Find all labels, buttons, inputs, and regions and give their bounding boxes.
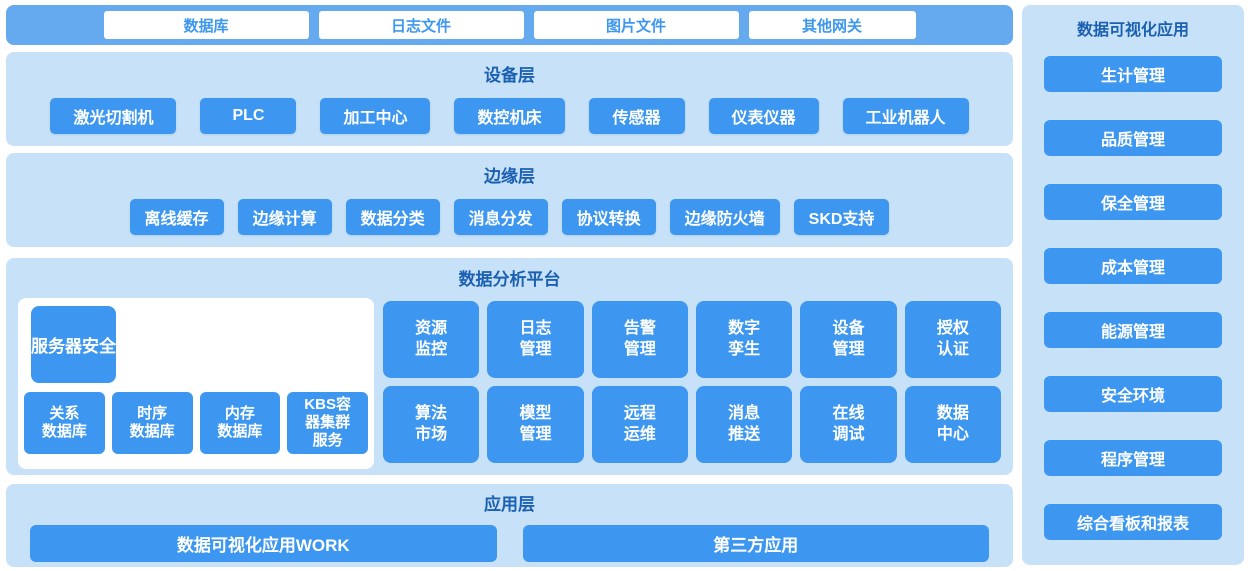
device-button[interactable]: 加工中心 — [320, 98, 431, 134]
gateway-button-other[interactable]: 其他网关 — [748, 11, 916, 39]
device-button[interactable]: 工业机器人 — [842, 98, 969, 134]
edge-button[interactable]: 数据分类 — [345, 199, 440, 235]
app-layer-section: 应用层 数据可视化应用WORK 第三方应用 — [6, 484, 1013, 567]
module-cell[interactable]: 远程 运维 — [591, 386, 688, 463]
module-cell[interactable]: 数字 孪生 — [696, 301, 793, 378]
sidebar-item[interactable]: 能源管理 — [1044, 312, 1222, 348]
module-cell[interactable]: 算法 市场 — [383, 386, 480, 463]
module-cell[interactable]: 告警 管理 — [591, 301, 688, 378]
sidebar-item[interactable]: 保全管理 — [1044, 184, 1222, 220]
sidebar-title: 数据可视化应用 — [1076, 22, 1189, 39]
storage-button-row: 关系 数据库 时序 数据库 内存 数据库 KBS容 器集群 服务 — [24, 392, 368, 454]
device-button[interactable]: 数控机床 — [454, 98, 565, 134]
module-cell[interactable]: 资源 监控 — [383, 301, 480, 378]
device-layer-section: 设备层 激光切割机 PLC 加工中心 数控机床 传感器 仪表仪器 工业机器人 — [6, 52, 1013, 146]
edge-layer-title: 边缘层 — [484, 167, 535, 186]
gateway-bar: 数据库 日志文件 图片文件 其他网关 — [6, 5, 1013, 45]
edge-button[interactable]: 边缘计算 — [237, 199, 332, 235]
edge-layer-section: 边缘层 离线缓存 边缘计算 数据分类 消息分发 协议转换 边缘防火墙 SKD支持 — [6, 153, 1013, 247]
visualization-sidebar: 数据可视化应用 生计管理 品质管理 保全管理 成本管理 能源管理 安全环境 程序… — [1022, 5, 1244, 565]
module-cell[interactable]: 模型 管理 — [487, 386, 584, 463]
app-button-third-party[interactable]: 第三方应用 — [522, 525, 989, 562]
platform-module-grid: 资源 监控 日志 管理 告警 管理 数字 孪生 设备 管理 授权 认证 算法 市… — [383, 301, 1001, 469]
sidebar-item[interactable]: 品质管理 — [1044, 120, 1222, 156]
app-button-visualization-work[interactable]: 数据可视化应用WORK — [30, 525, 497, 562]
server-security-button[interactable]: 服务器安全 — [31, 306, 116, 383]
storage-button[interactable]: KBS容 器集群 服务 — [287, 392, 368, 454]
device-layer-title: 设备层 — [484, 66, 535, 85]
module-cell[interactable]: 日志 管理 — [487, 301, 584, 378]
sidebar-item[interactable]: 安全环境 — [1044, 376, 1222, 412]
device-button[interactable]: 仪表仪器 — [708, 98, 819, 134]
sidebar-list: 生计管理 品质管理 保全管理 成本管理 能源管理 安全环境 程序管理 综合看板和… — [1044, 56, 1222, 540]
sidebar-item[interactable]: 成本管理 — [1044, 248, 1222, 284]
storage-panel: 服务器安全 关系 数据库 时序 数据库 内存 数据库 KBS容 器集群 服务 — [18, 298, 374, 469]
edge-button[interactable]: 离线缓存 — [129, 199, 224, 235]
app-button-row: 数据可视化应用WORK 第三方应用 — [6, 525, 1013, 562]
device-button[interactable]: PLC — [200, 98, 297, 134]
edge-button[interactable]: SKD支持 — [793, 199, 890, 235]
device-button[interactable]: 传感器 — [588, 98, 685, 134]
gateway-button-database[interactable]: 数据库 — [103, 11, 309, 39]
platform-section: 数据分析平台 服务器安全 关系 数据库 时序 数据库 内存 数据库 KBS容 器… — [6, 258, 1013, 475]
device-button-row: 激光切割机 PLC 加工中心 数控机床 传感器 仪表仪器 工业机器人 — [6, 98, 1013, 134]
storage-button[interactable]: 关系 数据库 — [24, 392, 105, 454]
sidebar-item[interactable]: 程序管理 — [1044, 440, 1222, 476]
gateway-button-logfile[interactable]: 日志文件 — [318, 11, 524, 39]
edge-button[interactable]: 消息分发 — [453, 199, 548, 235]
module-cell[interactable]: 数据 中心 — [904, 386, 1001, 463]
gateway-button-imagefile[interactable]: 图片文件 — [533, 11, 739, 39]
module-cell[interactable]: 在线 调试 — [800, 386, 897, 463]
platform-title: 数据分析平台 — [458, 270, 561, 289]
sidebar-item[interactable]: 综合看板和报表 — [1044, 504, 1222, 540]
sidebar-item[interactable]: 生计管理 — [1044, 56, 1222, 92]
storage-button[interactable]: 内存 数据库 — [199, 392, 281, 454]
app-layer-title: 应用层 — [484, 495, 535, 514]
edge-button[interactable]: 协议转换 — [561, 199, 656, 235]
module-cell[interactable]: 设备 管理 — [800, 301, 897, 378]
device-button[interactable]: 激光切割机 — [50, 98, 177, 134]
module-cell[interactable]: 授权 认证 — [904, 301, 1001, 378]
module-cell[interactable]: 消息 推送 — [696, 386, 793, 463]
edge-button-row: 离线缓存 边缘计算 数据分类 消息分发 协议转换 边缘防火墙 SKD支持 — [6, 199, 1013, 235]
storage-button[interactable]: 时序 数据库 — [111, 392, 193, 454]
main-column: 数据库 日志文件 图片文件 其他网关 设备层 激光切割机 PLC 加工中心 数控… — [6, 5, 1013, 567]
platform-body: 服务器安全 关系 数据库 时序 数据库 内存 数据库 KBS容 器集群 服务 资… — [6, 298, 1013, 469]
edge-button[interactable]: 边缘防火墙 — [669, 199, 780, 235]
